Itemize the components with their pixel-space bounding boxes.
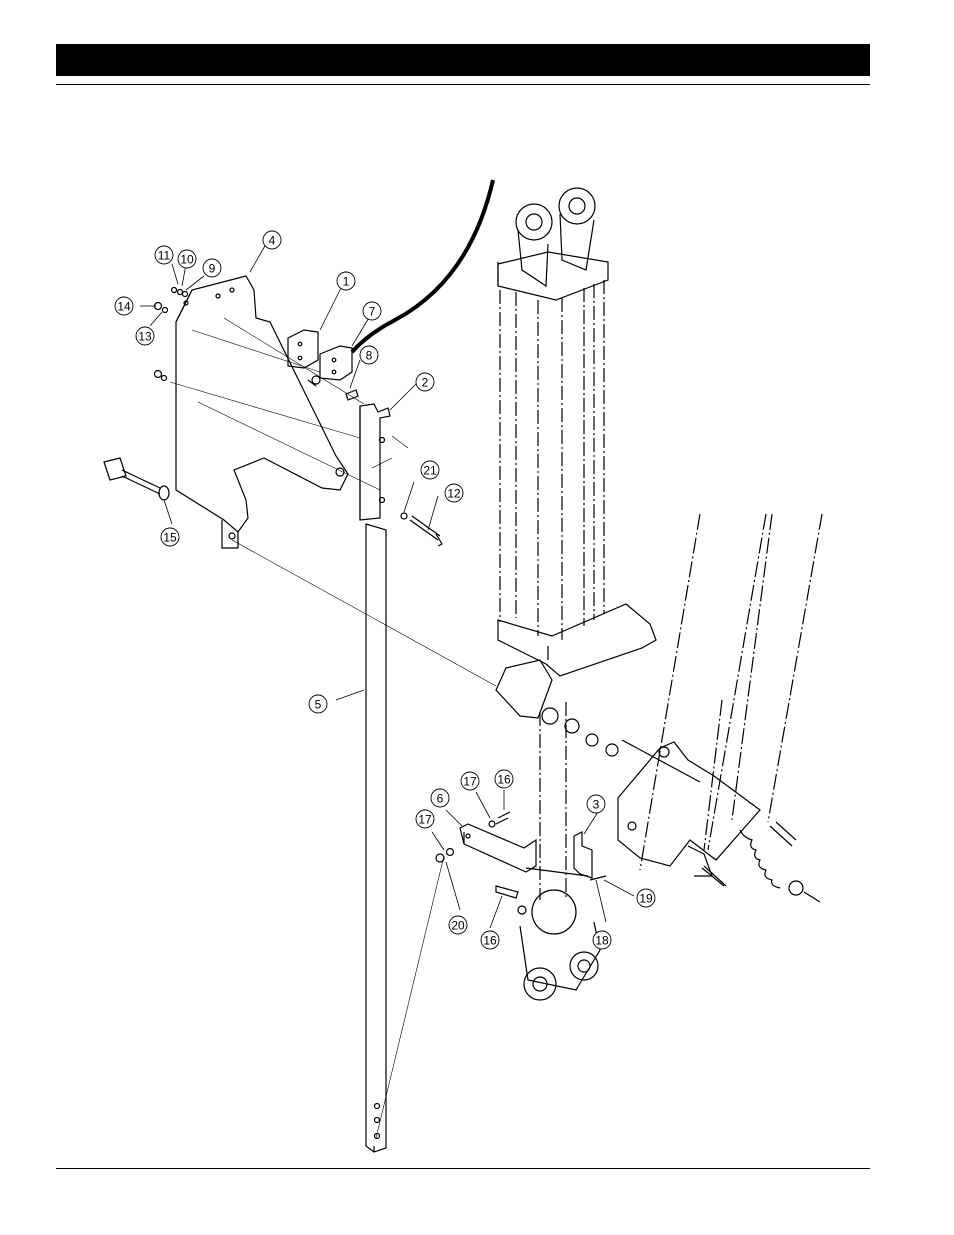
svg-text:5: 5 (315, 698, 322, 712)
callout-7: 7 (363, 302, 381, 320)
long-bar (366, 524, 386, 1152)
callout-3: 3 (587, 795, 605, 813)
callout-8: 8 (360, 346, 378, 364)
mounting-block (360, 404, 390, 520)
bolt-12 (410, 516, 442, 546)
svg-text:9: 9 (209, 262, 216, 276)
leader-lines (140, 244, 634, 928)
callout-4: 4 (263, 231, 281, 249)
svg-text:16: 16 (483, 934, 497, 948)
nut-20 (436, 854, 444, 862)
callout-13: 13 (136, 327, 154, 345)
callout-6: 6 (431, 789, 449, 807)
callout-19: 19 (637, 889, 655, 907)
svg-text:2: 2 (422, 376, 429, 390)
callout-16-lower: 16 (481, 931, 499, 949)
callout-5: 5 (309, 695, 327, 713)
lift-mast (618, 514, 822, 902)
lower-bracket (460, 812, 536, 872)
limit-switch (308, 346, 352, 386)
hydraulic-cylinder (496, 188, 656, 1000)
svg-text:14: 14 (117, 300, 131, 314)
fastener-stack (155, 288, 408, 520)
callout-18: 18 (593, 931, 611, 949)
svg-text:16: 16 (497, 773, 511, 787)
svg-text:3: 3 (593, 798, 600, 812)
svg-text:15: 15 (163, 531, 177, 545)
svg-text:20: 20 (451, 919, 465, 933)
svg-text:4: 4 (269, 234, 276, 248)
svg-text:11: 11 (158, 249, 171, 263)
svg-text:8: 8 (366, 349, 373, 363)
svg-text:18: 18 (595, 934, 609, 948)
callout-11: 11 (155, 246, 173, 264)
callout-17-lower: 17 (416, 810, 434, 828)
callout-14: 14 (115, 297, 133, 315)
svg-text:13: 13 (138, 330, 152, 344)
cable (352, 180, 493, 352)
callout-2: 2 (416, 373, 434, 391)
callout-9: 9 (203, 259, 221, 277)
svg-text:1: 1 (343, 275, 350, 289)
svg-text:7: 7 (369, 305, 376, 319)
screw (346, 390, 358, 400)
footer-rule (56, 1168, 870, 1169)
callout-15: 15 (161, 528, 179, 546)
svg-text:19: 19 (639, 892, 653, 906)
callout-10: 10 (178, 250, 196, 268)
svg-text:21: 21 (423, 464, 437, 478)
callout-16-upper: 16 (495, 770, 513, 788)
bolt-16-lower (496, 886, 518, 898)
long-bolt (104, 458, 169, 500)
svg-text:17: 17 (418, 813, 432, 827)
callout-21: 21 (421, 461, 439, 479)
washer-17 (447, 849, 454, 856)
callout-12: 12 (445, 484, 463, 502)
assembly-lines (170, 318, 496, 1138)
svg-text:17: 17 (463, 775, 477, 789)
mounting-bracket (176, 276, 348, 548)
spacer-plate (288, 330, 318, 368)
svg-text:12: 12 (447, 487, 461, 501)
callout-17-upper: 17 (461, 772, 479, 790)
callout-1: 1 (337, 272, 355, 290)
svg-text:10: 10 (180, 253, 194, 267)
callout-20: 20 (449, 916, 467, 934)
svg-text:6: 6 (437, 792, 444, 806)
